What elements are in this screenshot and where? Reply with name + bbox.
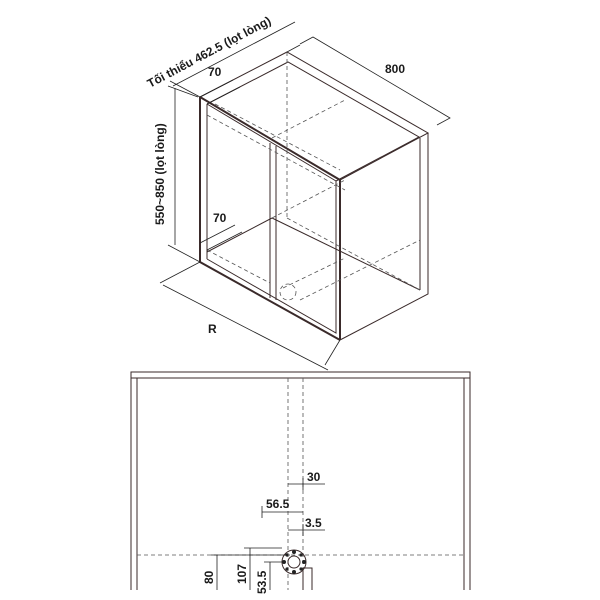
hole-circle-inner — [287, 555, 301, 569]
hinge-bracket — [302, 567, 313, 590]
dim-53-label: 53.5 — [255, 570, 269, 594]
front-frame-inner — [206, 103, 337, 334]
dim-depth-line — [169, 21, 301, 98]
center-divider — [269, 143, 277, 300]
dim-3-line — [288, 524, 325, 536]
dim-height-label: 550~850 (lọt lòng) — [153, 123, 167, 225]
front-view: 30 56.5 3.5 80 107 53.5 — [130, 371, 471, 594]
hinge-hole — [279, 283, 297, 301]
dim-3-label: 3.5 — [305, 516, 322, 530]
dim-56-line — [261, 506, 303, 518]
dim-height-line — [167, 85, 201, 263]
dim-80-line — [211, 554, 290, 590]
dim-107-label: 107 — [235, 564, 249, 584]
dim-53-line — [264, 561, 282, 590]
right-panel — [339, 133, 429, 341]
isometric-view: 800 Tối thiểu 462.5 (lọt lòng) 70 550~85… — [145, 13, 451, 371]
dim-70-bottom-line — [199, 224, 243, 251]
dim-800-line — [299, 36, 451, 126]
dim-107-line — [244, 547, 282, 590]
hidden-lines — [206, 52, 421, 301]
dim-70-bottom-label: 70 — [213, 211, 227, 225]
top-panel-inner — [206, 61, 421, 182]
top-panel — [199, 51, 430, 181]
dim-70-top-line — [199, 79, 241, 105]
dim-r-line — [159, 261, 341, 371]
dim-r-label: R — [208, 322, 217, 336]
bottom-back-edge — [206, 217, 421, 291]
front-view-outline — [130, 371, 471, 590]
dim-30-line — [288, 478, 325, 490]
dim-70-top-label: 70 — [208, 65, 222, 79]
dim-56-label: 56.5 — [266, 497, 290, 511]
dim-800-label: 800 — [385, 62, 405, 76]
dim-30-label: 30 — [307, 470, 321, 484]
dim-80-label: 80 — [202, 570, 216, 584]
